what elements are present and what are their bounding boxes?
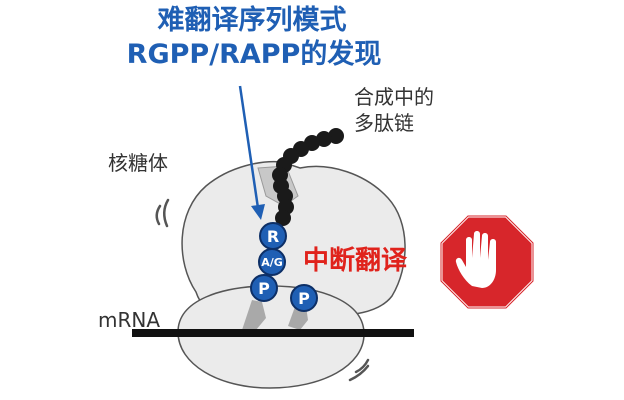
vibration-marks [155, 198, 370, 382]
title-line-2: RGPP/RAPP的发现 [126, 39, 382, 70]
trna-left [242, 300, 266, 330]
residue-group: R A/G P P [250, 222, 318, 312]
peptide-label-line-1: 合成中的 [354, 85, 434, 109]
peptide-bead [275, 210, 291, 226]
title-line-1: 难翻译序列模式 [157, 5, 347, 36]
stop-translation-label: 中断翻译 [303, 246, 408, 276]
stop-hand-sign-icon [439, 214, 535, 310]
ribosome-label: 核糖体 [108, 151, 168, 175]
mrna-label: mRNA [98, 308, 161, 332]
residue-label: R [267, 227, 279, 246]
down-arrow-icon [238, 85, 265, 220]
residue-label: A/G [261, 256, 283, 269]
peptide-bead [328, 128, 344, 144]
residue-circle [290, 284, 318, 312]
residue-label: P [298, 289, 310, 308]
residue-circle [250, 274, 278, 302]
peptide-label-line-2: 多肽链 [354, 111, 414, 135]
residue-label: P [258, 279, 270, 298]
nascent-peptide-chain [272, 128, 344, 226]
mrna-strand [132, 329, 414, 337]
residue-circle [258, 248, 286, 276]
